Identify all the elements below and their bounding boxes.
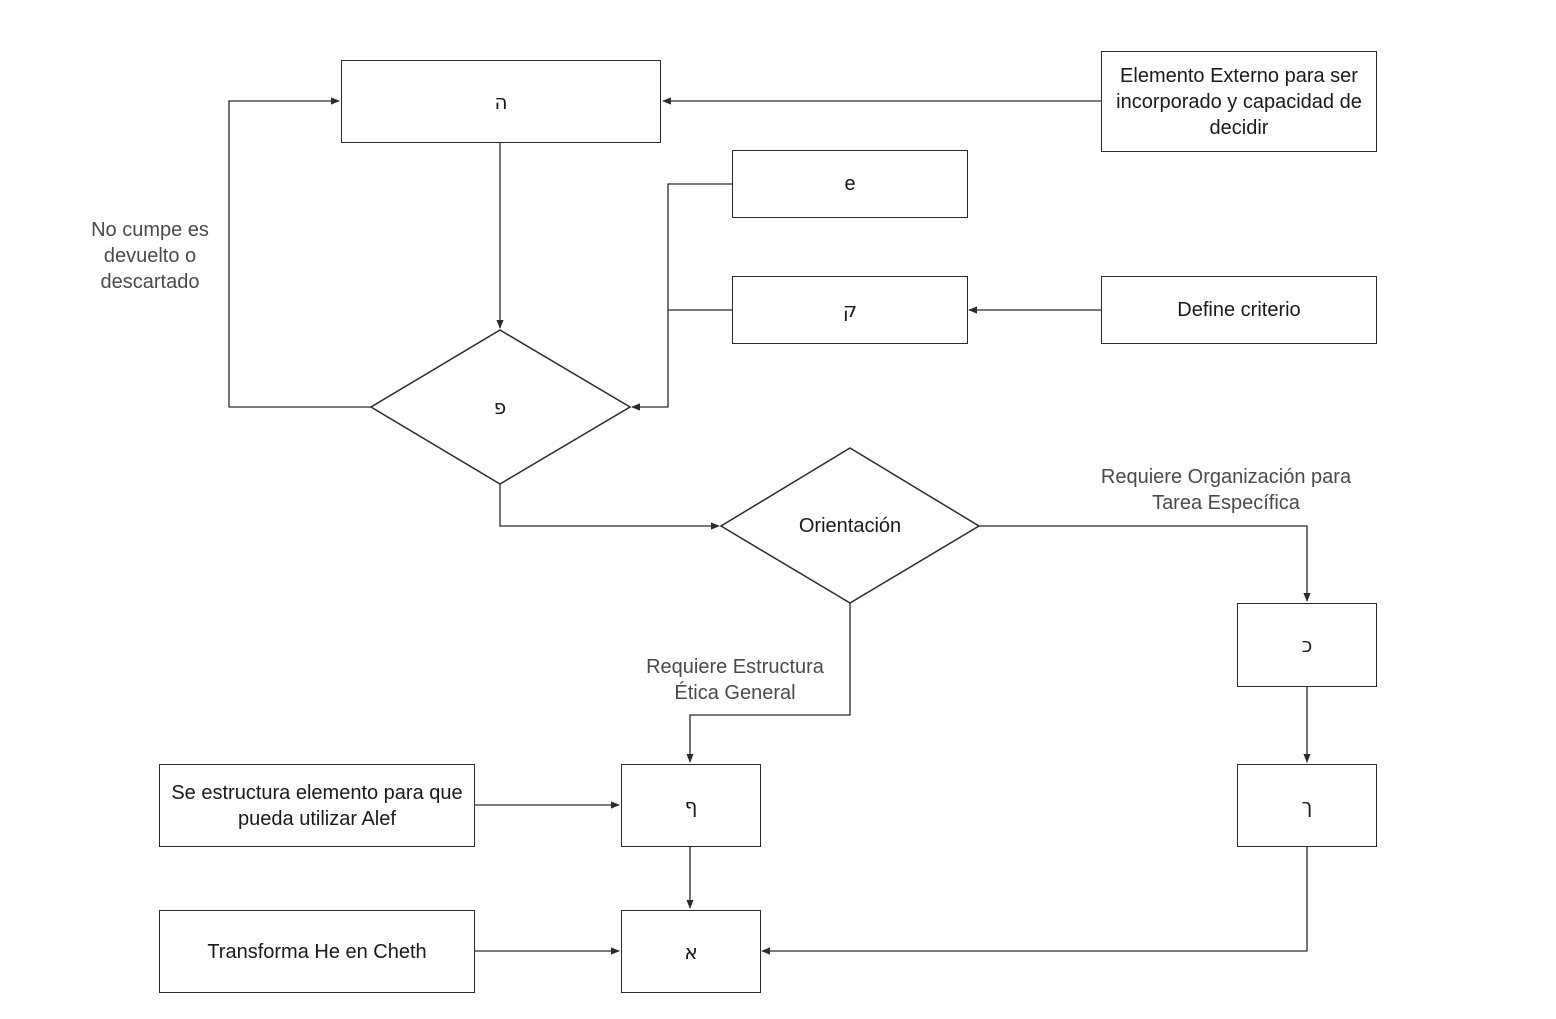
node-orientation-label: Orientación	[798, 515, 902, 537]
node-pe-label: פ	[493, 395, 507, 419]
node-orientation: Orientación	[750, 506, 950, 546]
node-transform: Transforma He en Cheth	[159, 910, 475, 993]
arrow-resh-to-alef	[761, 847, 1308, 955]
arrow-qof-to-pe	[631, 309, 732, 411]
node-structure-element-label: Se estructura elemento para que pueda ut…	[171, 781, 463, 830]
arrow-pe-loop-to-he	[228, 97, 371, 408]
arrow-pe-to-orientation	[499, 484, 720, 530]
node-resh-label: ך	[1301, 793, 1313, 818]
node-external-element: Elemento Externo para ser incorporado y …	[1101, 51, 1377, 152]
line-e-to-merge	[667, 183, 732, 310]
node-final-pe: ף	[621, 764, 761, 847]
node-qof: ק	[732, 276, 968, 344]
node-he-label: ה	[494, 89, 508, 114]
node-external-element-label: Elemento Externo para ser incorporado y …	[1116, 64, 1362, 139]
node-qof-label: ק	[842, 298, 858, 322]
node-kaf-label: כ	[1301, 633, 1313, 657]
node-alef: א	[621, 910, 761, 993]
node-e-label: e	[844, 173, 856, 195]
edge-label-rejected: No cumpe es devuelto o descartado	[91, 219, 209, 293]
node-kaf: כ	[1237, 603, 1377, 687]
node-transform-label: Transforma He en Cheth	[207, 940, 427, 963]
arrow-orientation-to-final-pe	[686, 603, 851, 763]
edge-label-ethics: Requiere Estructura Ética General	[646, 656, 824, 704]
edge-label-organization: Requiere Organización para Tarea Específ…	[1100, 466, 1352, 514]
node-final-pe-label: ף	[684, 793, 698, 818]
node-e: e	[732, 150, 968, 218]
node-resh: ך	[1237, 764, 1377, 847]
arrow-orientation-to-kaf	[979, 525, 1311, 602]
node-alef-label: א	[684, 939, 698, 964]
node-he: ה	[341, 60, 661, 143]
node-define-criterion-label: Define criterio	[1177, 299, 1301, 321]
node-structure-element: Se estructura elemento para que pueda ut…	[159, 764, 475, 847]
node-pe: פ	[400, 387, 600, 427]
node-define-criterion: Define criterio	[1101, 276, 1377, 344]
